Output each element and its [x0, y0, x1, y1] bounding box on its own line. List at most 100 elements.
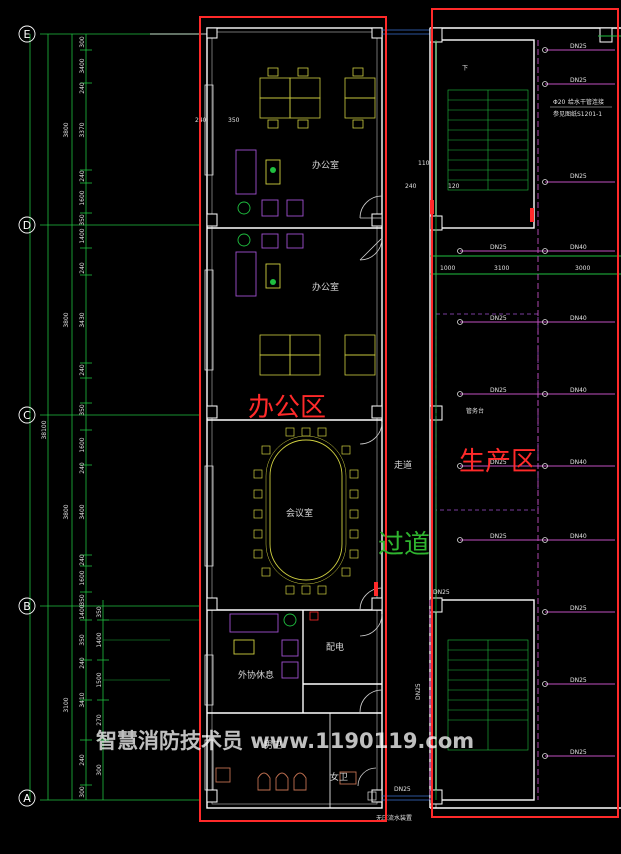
room-label-meeting: 会议室 [286, 507, 313, 519]
axis-dimension-group [29, 33, 200, 801]
dim-text: 1400 [96, 632, 103, 647]
pipe-label: DN25 [394, 786, 411, 793]
dim-text: 240 [79, 657, 86, 669]
axis-bubble-d [18, 216, 36, 234]
corridor-small-label: 走道 [394, 459, 412, 471]
plant-icon [270, 167, 276, 173]
toilet-fixtures [215, 767, 357, 791]
armchair [261, 199, 279, 217]
desk [289, 97, 321, 119]
door-swing [359, 613, 383, 637]
stair-top-treads [447, 89, 529, 191]
callout-prefix: Φ20 [553, 99, 566, 106]
axis-label-b: B [23, 600, 31, 613]
dim-text: 1400 [79, 228, 86, 243]
dim-text: 300 [79, 786, 86, 798]
production-building [429, 27, 621, 809]
fire-extinguisher-icon [530, 208, 534, 222]
office-1-sofa-set [235, 149, 304, 217]
pipe-label: DN25 [490, 244, 507, 251]
room-label-wc-men: 男卫 [264, 740, 282, 751]
callout-line-1: 给水干管连接 [568, 98, 604, 106]
pipe-label: DN25 [490, 533, 507, 540]
dim-text: 1400 [79, 604, 86, 619]
plant-icon [237, 233, 251, 247]
office-2-furniture [259, 334, 376, 376]
bottom-device-label: 无压流水装置 [376, 814, 412, 822]
axis-bubbles: E D C B A [18, 25, 36, 807]
pipe-label: DN25 [490, 315, 507, 322]
pipe-label: DN25 [570, 749, 587, 756]
plant-icon [237, 201, 251, 215]
desk [289, 77, 321, 99]
pipe-label: DN40 [570, 533, 587, 540]
pipe-label: DN40 [570, 459, 587, 466]
zone-label-corridor: 过道 [378, 530, 430, 560]
callout-note: Φ20 给水干管连接 参见图纸S1201-1 [550, 98, 612, 118]
pipe-label: DN40 [570, 315, 587, 322]
workbench-label: 管务台 [466, 407, 484, 415]
armchair [286, 233, 304, 249]
dim-text: 350 [96, 606, 103, 618]
armchair [286, 199, 304, 217]
dim-text: 350 [79, 634, 86, 646]
desk [259, 334, 291, 356]
zone-label-office: 办公区 [248, 393, 326, 423]
dim-text: 240 [79, 262, 86, 274]
dim-text: 1600 [79, 190, 86, 205]
structural-columns [206, 27, 383, 803]
water-main-dims: 1000 3100 3000 [440, 265, 590, 272]
pipe-nodes [457, 47, 548, 759]
axis-bubble-b [18, 597, 36, 615]
dim-text: 3800 [63, 122, 70, 137]
axis-bubble-e [18, 25, 36, 43]
device-icon [367, 791, 377, 801]
dim-text: 3410 [79, 692, 86, 707]
office-2-sofa-set [235, 233, 304, 297]
fire-extinguisher-icon [374, 582, 378, 596]
axis-label-a: A [23, 792, 31, 805]
pipe-label: DN25 [490, 387, 507, 394]
meeting-chairs [253, 427, 359, 595]
dim-text-total: 38100 [41, 420, 48, 439]
door-swing [359, 195, 383, 219]
armchair [281, 661, 299, 679]
pipe-label: DN25 [433, 589, 450, 596]
room-label-office-2: 办公室 [312, 281, 339, 293]
axis-label-d: D [23, 219, 31, 232]
workbench-area [435, 313, 539, 511]
dim-text: 240 [79, 170, 86, 182]
pipe-labels: DN25 DN25 DN25 DN25 DN40 DN25 DN40 DN25 … [394, 43, 587, 793]
pipe-label: DN25 [415, 683, 422, 700]
axis-bubble-c [18, 406, 36, 424]
desk [344, 77, 376, 99]
dim-text: 3370 [79, 122, 86, 137]
plant-icon [270, 279, 276, 285]
axis-bubble-a [18, 789, 36, 807]
dim-text: 3400 [79, 504, 86, 519]
door-swing [357, 767, 377, 787]
armchair [281, 639, 299, 657]
room-label-wc-women: 女卫 [330, 771, 348, 783]
callout-line-2: 参见图纸S1201-1 [553, 110, 602, 118]
dimension-texts: 38100 3800 3800 3800 3100 300 3400 240 3… [41, 36, 103, 798]
desk [259, 354, 291, 376]
dim-text: 1500 [96, 672, 103, 687]
desk [259, 97, 291, 119]
wall-dim-text: 350 [228, 117, 240, 124]
coffee-table [265, 159, 281, 185]
office-1-furniture [259, 67, 376, 129]
toilet-fixture [215, 767, 231, 783]
toilet-fixture [293, 772, 307, 791]
water-main-lines [430, 35, 621, 800]
dim-text: 3800 [63, 504, 70, 519]
door-swing [359, 421, 383, 445]
sofa [235, 149, 257, 195]
office-zone-outline [199, 16, 387, 822]
door-swing [359, 237, 383, 261]
desk [344, 334, 376, 356]
desk [259, 77, 291, 99]
dim-text: 3430 [79, 312, 86, 327]
dim-text: 3100 [63, 697, 70, 712]
